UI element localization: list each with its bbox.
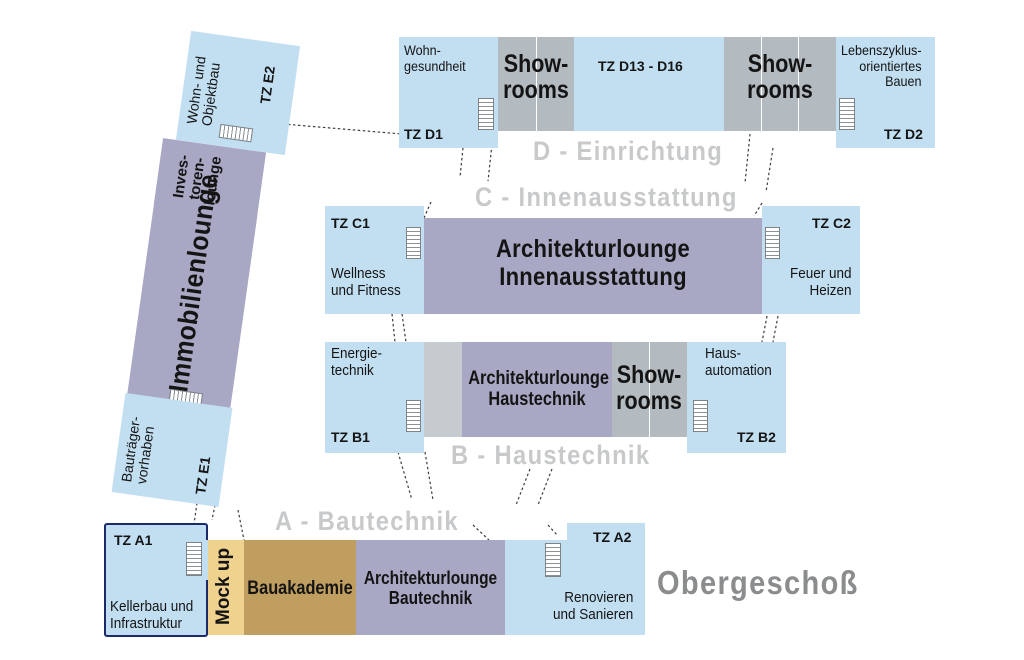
stairs-icon bbox=[406, 227, 421, 259]
stairs-icon bbox=[765, 227, 780, 259]
immobilienlounge-label: Immobilienlounge bbox=[163, 172, 224, 394]
zone-d13-d16[interactable]: TZ D13 - D16 bbox=[574, 37, 724, 131]
zone-d1[interactable]: Wohn- gesundheit TZ D1 bbox=[399, 37, 498, 148]
zone-a2[interactable] bbox=[505, 540, 645, 635]
zone-c1[interactable]: TZ C1 Wellness und Fitness bbox=[325, 206, 424, 314]
zone-a1-code: TZ A1 bbox=[114, 532, 153, 548]
zone-e2-name: Wohn- und Objektbau bbox=[183, 55, 224, 128]
zone-b1-code: TZ B1 bbox=[331, 429, 370, 445]
section-label-d: D - Einrichtung bbox=[533, 136, 724, 166]
stairs-icon bbox=[693, 400, 708, 432]
floor-title: Obergeschoß bbox=[657, 564, 859, 601]
stairs-icon bbox=[406, 400, 421, 432]
zone-c2-code: TZ C2 bbox=[812, 215, 851, 231]
zone-d13-d16-code: TZ D13 - D16 bbox=[598, 58, 683, 74]
zone-a2-name: Renovieren und Sanieren bbox=[553, 589, 634, 623]
zone-e2-code: TZ E2 bbox=[256, 64, 278, 105]
stairs-icon bbox=[478, 98, 494, 130]
showrooms-d-left[interactable]: Show- rooms bbox=[498, 37, 574, 131]
architekturlounge-haustechnik-label: Architekturlounge Haustechnik bbox=[468, 368, 609, 411]
bauakademie[interactable]: Bauakademie bbox=[244, 540, 356, 635]
mockup-label: Mock up bbox=[213, 547, 234, 625]
architekturlounge-haustechnik[interactable]: Architekturlounge Haustechnik bbox=[462, 342, 612, 437]
zone-e1[interactable]: Bauträger- vorhaben TZ E1 bbox=[111, 392, 233, 508]
architekturlounge-innenausstattung-label: Architekturlounge Innenausstattung bbox=[496, 235, 690, 291]
section-label-b: B - Haustechnik bbox=[451, 440, 651, 470]
showrooms-d-right[interactable]: Show- rooms bbox=[724, 37, 836, 131]
zone-a2-header bbox=[567, 523, 645, 543]
room-a-stair bbox=[182, 540, 208, 580]
stairs-icon bbox=[186, 542, 202, 576]
zone-e1-code: TZ E1 bbox=[192, 455, 214, 496]
zone-c1-code: TZ C1 bbox=[331, 215, 370, 231]
showrooms-d-right-label: Show- rooms bbox=[747, 50, 813, 105]
zone-b2-code: TZ B2 bbox=[737, 429, 776, 445]
mockup[interactable]: Mock up bbox=[208, 540, 244, 635]
stairs-icon bbox=[545, 543, 561, 577]
showrooms-d-left-label: Show- rooms bbox=[503, 50, 569, 105]
zone-e2[interactable]: Wohn- und Objektbau TZ E2 bbox=[175, 30, 301, 156]
architekturlounge-bautechnik[interactable]: Architekturlounge Bautechnik bbox=[356, 540, 505, 635]
section-label-c: C - Innenausstattung bbox=[475, 182, 738, 212]
zone-c1-name: Wellness und Fitness bbox=[331, 265, 401, 299]
section-label-a: A - Bautechnik bbox=[275, 506, 459, 536]
zone-d2-code: TZ D2 bbox=[884, 126, 923, 142]
architekturlounge-bautechnik-label: Architekturlounge Bautechnik bbox=[363, 568, 498, 609]
zone-e1-name: Bauträger- vorhaben bbox=[118, 415, 158, 486]
architekturlounge-innenausstattung[interactable]: Architekturlounge Innenausstattung bbox=[424, 218, 762, 314]
zone-b1-name: Energie- technik bbox=[331, 345, 383, 379]
bauakademie-label: Bauakademie bbox=[247, 578, 353, 599]
zone-c2[interactable]: TZ C2 Feuer und Heizen bbox=[762, 206, 860, 314]
zone-a2-code: TZ A2 bbox=[593, 529, 632, 545]
zone-d1-name: Wohn- gesundheit bbox=[404, 42, 466, 74]
room-b-gray bbox=[424, 342, 462, 437]
showrooms-b[interactable]: Show- rooms bbox=[612, 342, 687, 437]
zone-b2[interactable]: Haus- automation TZ B2 bbox=[687, 342, 786, 453]
stairs-icon bbox=[839, 98, 855, 130]
zone-c2-name: Feuer und Heizen bbox=[790, 265, 852, 299]
zone-b2-name: Haus- automation bbox=[705, 345, 772, 379]
zone-d1-code: TZ D1 bbox=[404, 126, 443, 142]
zone-d2-name: Lebenszyklus- orientiertes Bauen bbox=[841, 42, 922, 90]
zone-d2[interactable]: Lebenszyklus- orientiertes Bauen TZ D2 bbox=[836, 37, 935, 148]
zone-a1-name: Kellerbau und Infrastruktur bbox=[110, 598, 194, 632]
showrooms-b-label: Show- rooms bbox=[616, 361, 682, 416]
zone-b1[interactable]: Energie- technik TZ B1 bbox=[325, 342, 424, 453]
stairs-icon bbox=[218, 123, 254, 143]
